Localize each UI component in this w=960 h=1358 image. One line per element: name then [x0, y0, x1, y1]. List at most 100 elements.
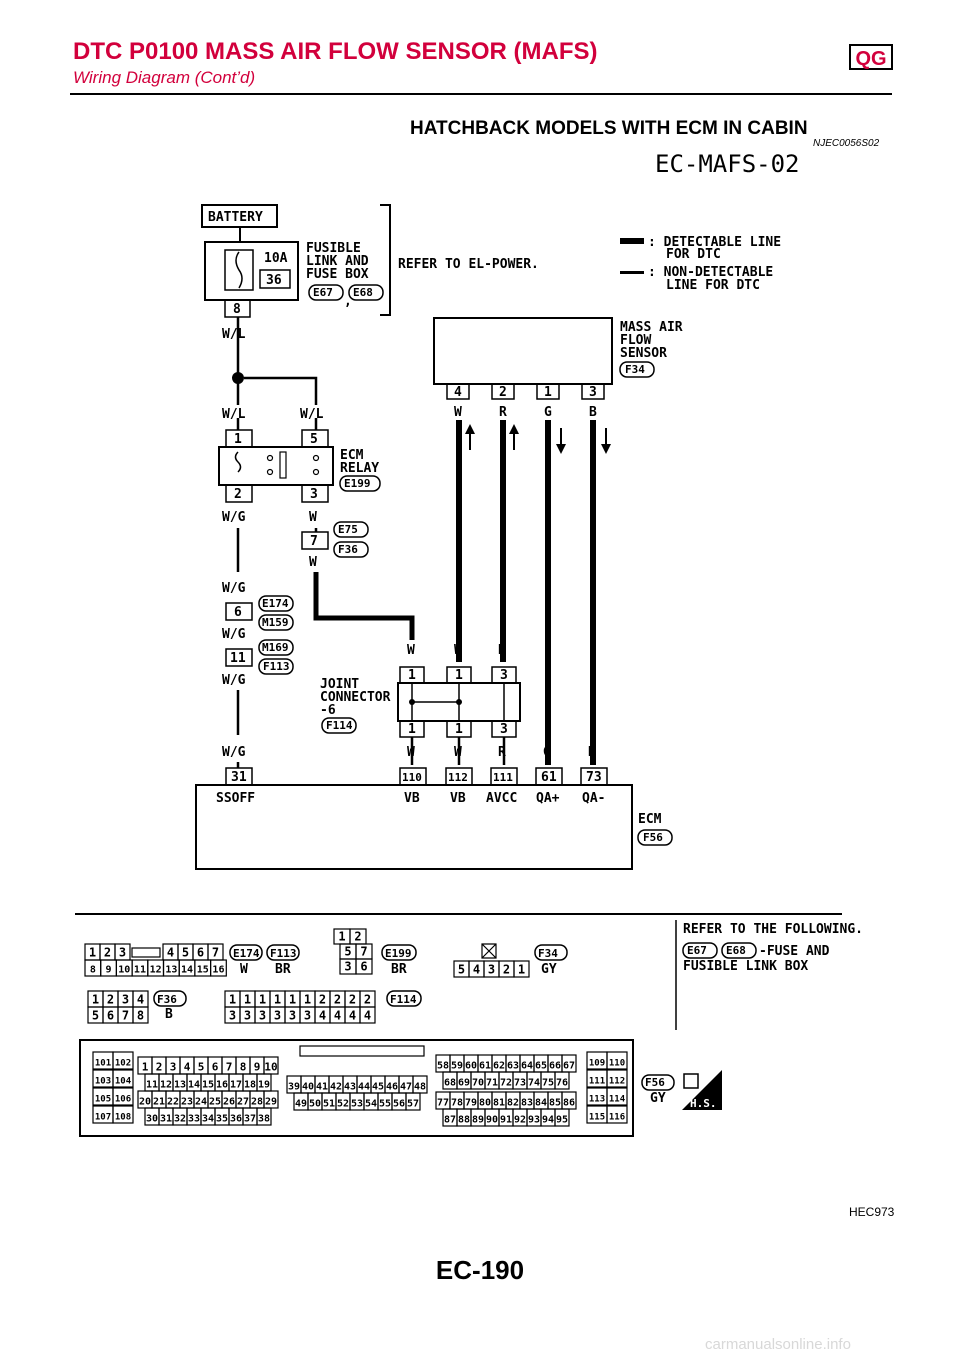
joint-label-1: JOINT — [320, 677, 359, 692]
ecm-q4-pin: 93 — [528, 1114, 540, 1125]
refer-e68: E68 — [726, 944, 746, 957]
relay-pin-1: 1 — [234, 432, 242, 447]
ecm-r2-pin: 15 — [202, 1079, 214, 1090]
ecm-connector-tab — [299, 1045, 425, 1057]
joint-dot-1 — [409, 699, 415, 705]
c5-bot-pin: 3 — [289, 1008, 296, 1022]
joint-bot-pin-1b: 1 — [455, 722, 463, 737]
ecm-wire-g: G — [543, 745, 551, 760]
diagram-id: EC-MAFS-02 — [655, 150, 800, 178]
ecm-q3-pin: 83 — [521, 1097, 533, 1108]
ecm-m2-pin: 53 — [351, 1098, 363, 1109]
c5-top-pin: 2 — [319, 992, 326, 1006]
ecm-wire-w1: W — [407, 745, 415, 760]
ecm-left-pin: 103 — [95, 1076, 111, 1086]
c1-bot-pin: 11 — [134, 964, 146, 975]
ecm-r1-pin: 2 — [156, 1060, 163, 1073]
c3-pin: 3 — [488, 962, 495, 976]
ecm-q2-pin: 74 — [528, 1077, 540, 1088]
ecm-r3-pin: 20 — [139, 1096, 151, 1107]
joint-wire-w1: W — [407, 643, 415, 658]
ecm-m1-pin: 48 — [414, 1081, 426, 1092]
page-number: EC-190 — [435, 1255, 525, 1285]
ecm-r3-pin: 22 — [167, 1096, 179, 1107]
wire-wl-branch — [244, 376, 318, 405]
c2-id: E199 — [385, 947, 412, 960]
c3-cell — [513, 960, 530, 978]
c5-top-pin: 1 — [244, 992, 251, 1006]
ecm-r2-pin: 18 — [244, 1079, 256, 1090]
c5-top-pin: 2 — [349, 992, 356, 1006]
conn-e75: E75 — [338, 523, 358, 536]
legend-nondetectable-1: : NON-DETECTABLE — [648, 265, 773, 280]
ecm-box — [195, 784, 633, 870]
conn-f34-oval — [619, 361, 655, 378]
c3-color: GY — [541, 962, 557, 977]
maf-pin-4: 4 — [454, 385, 462, 400]
ecm-wire-r: R — [498, 745, 506, 760]
ecm-q2-pin: 72 — [500, 1077, 512, 1088]
ecm-left-cell — [112, 1051, 134, 1070]
c3-pin: 1 — [518, 962, 525, 976]
c2-id-oval — [381, 944, 417, 961]
ecm-right-pin: 110 — [609, 1058, 625, 1068]
c5-top-pin: 2 — [334, 992, 341, 1006]
c5-bot-pin: 3 — [244, 1008, 251, 1022]
conn-e67-oval — [308, 284, 344, 301]
c4-bot-cell — [132, 1006, 149, 1024]
joint-top-pin-1b: 1 — [455, 668, 463, 683]
c1-bot-pin: 10 — [118, 964, 130, 975]
relay-coil-icon — [234, 451, 242, 473]
page-subtitle: Wiring Diagram (Cont’d) — [73, 68, 256, 87]
c4-bot-pin: 6 — [107, 1008, 114, 1022]
ecm-q4-pin: 92 — [514, 1114, 526, 1125]
ecm-r2-pin: 14 — [188, 1079, 200, 1090]
wire-w-1: W — [309, 510, 317, 525]
c1-bot-pin: 15 — [197, 964, 209, 975]
ecm-q1-pin: 58 — [437, 1060, 449, 1071]
maf-pin-1: 1 — [544, 385, 552, 400]
ecm-q4-pin: 91 — [500, 1114, 512, 1125]
page-title: DTC P0100 MASS AIR FLOW SENSOR (MAFS) — [73, 38, 598, 65]
ecm-r1-pin: 3 — [170, 1060, 177, 1073]
maf-wire-g: G — [544, 405, 552, 420]
ecm-m1-pin: 39 — [288, 1081, 300, 1092]
ecm-left-pin: 106 — [115, 1094, 131, 1104]
c5-bot-pin: 3 — [229, 1008, 236, 1022]
c5-bot-pin: 4 — [349, 1008, 356, 1022]
ecm-r3-pin: 29 — [265, 1096, 277, 1107]
ecm-m1-pin: 44 — [358, 1081, 370, 1092]
conn-f114-oval — [321, 717, 357, 734]
c5-bot-pin: 4 — [364, 1008, 371, 1022]
relay-box — [218, 446, 334, 486]
ecm-q2-pin: 69 — [458, 1077, 470, 1088]
ecm-term-vb1: VB — [404, 791, 420, 806]
fuse-icon — [235, 251, 243, 289]
ecm-conn-id-oval — [641, 1074, 675, 1091]
c3-key-icon — [481, 943, 497, 959]
c1-top-pin: 3 — [119, 945, 126, 959]
c2-top-pin: 1 — [338, 930, 345, 944]
joint-wire-w2: W — [454, 643, 462, 658]
ecm-right-pin: 115 — [589, 1112, 605, 1122]
ecm-right-pin: 114 — [609, 1094, 626, 1104]
ecm-m2-pin: 50 — [309, 1098, 321, 1109]
ecm-left-cell — [112, 1069, 134, 1088]
ecm-pin-112: 112 — [448, 771, 468, 784]
c5-top-pin: 1 — [274, 992, 281, 1006]
ecm-q2-pin: 70 — [472, 1077, 484, 1088]
detectable-wires — [456, 420, 596, 765]
maf-label-1: MASS AIR — [620, 320, 683, 335]
c4-id-oval — [153, 990, 187, 1007]
ecm-r2-pin: 11 — [146, 1079, 158, 1090]
c2-mid-pin: 5 — [344, 945, 351, 959]
ecm-r4-pin: 34 — [202, 1113, 214, 1124]
comma-1: , — [344, 294, 352, 309]
joint-wire-r: R — [498, 643, 506, 658]
ecm-r3-pin: 24 — [195, 1096, 207, 1107]
ecm-m2-pin: 56 — [393, 1098, 405, 1109]
c4-bot-pin: 7 — [122, 1008, 129, 1022]
ecm-pin-111: 111 — [493, 771, 513, 784]
c1-bot-cell — [210, 959, 227, 977]
ecm-conn-id: F56 — [645, 1076, 665, 1089]
